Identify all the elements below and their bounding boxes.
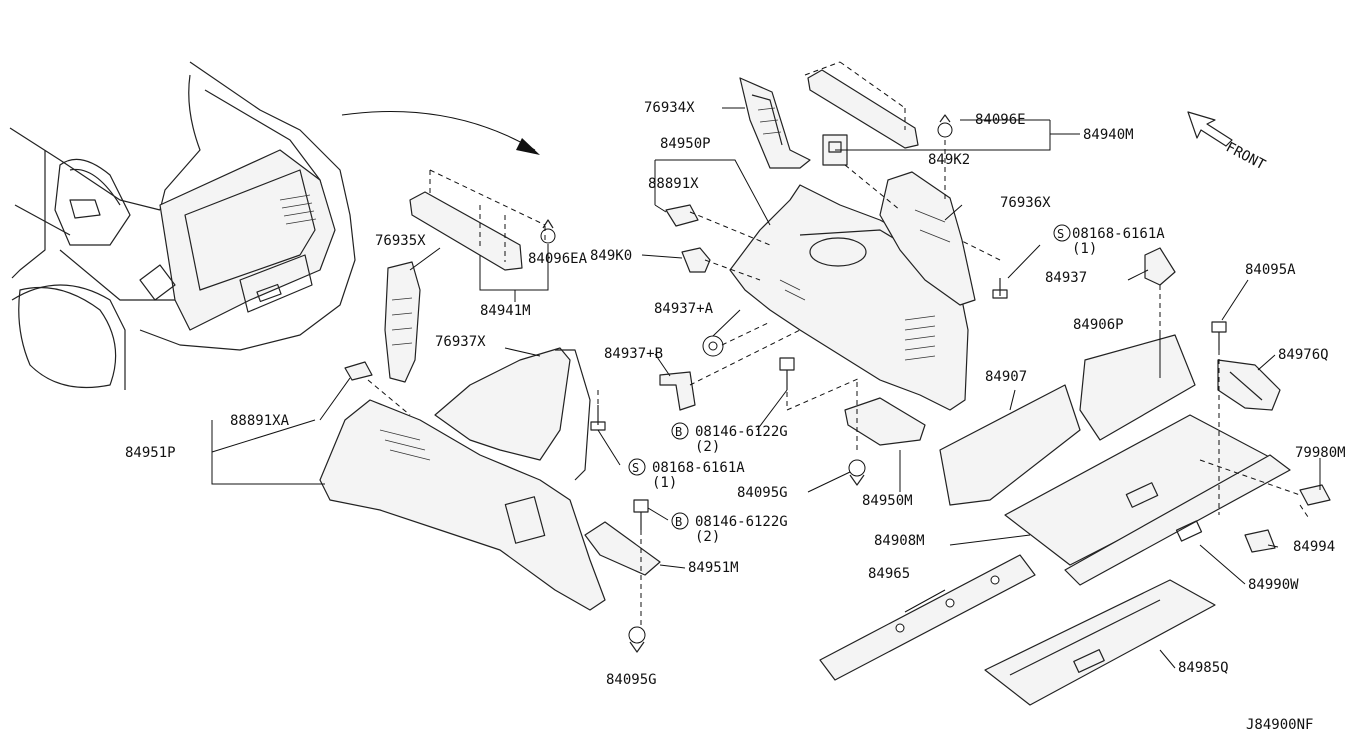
- label-84095A: 84095A: [1245, 262, 1296, 278]
- part-76937X-shape: [434, 347, 591, 481]
- label-08168-mid: 08168-6161A: [652, 460, 745, 476]
- label-84951M: 84951M: [688, 560, 739, 576]
- clip-84095G-mid-shape: [848, 459, 866, 486]
- part-84940M-shape: [804, 61, 919, 149]
- part-labels: 76934X 84950P 88891X 849K0 84937+A 84937…: [125, 100, 1346, 733]
- symbol-b-top: [671, 422, 689, 440]
- symbol-b-top-text: B: [675, 425, 682, 439]
- label-84907: 84907: [985, 369, 1027, 385]
- vehicle-rear-illustration: [9, 61, 356, 390]
- part-88891XA-shape: [344, 361, 373, 381]
- part-84096EA-shape: [540, 219, 556, 244]
- label-76937X: 76937X: [435, 334, 486, 350]
- label-76934X: 76934X: [644, 100, 695, 116]
- label-88891X: 88891X: [648, 176, 699, 192]
- prefix-symbols: S B S B: [628, 224, 1071, 530]
- part-84950M-shape: [844, 397, 926, 446]
- symbol-s-right: [1053, 224, 1071, 242]
- label-08146-bottom-qty: (2): [695, 529, 720, 545]
- leader-lines: [211, 107, 1321, 669]
- part-84990W-shape: [1064, 454, 1291, 586]
- bolt-08146-top-shape: [779, 357, 795, 390]
- part-76936X-shape: [879, 171, 976, 306]
- part-84951P-shape: [319, 399, 606, 611]
- part-84907-shape: [939, 384, 1081, 506]
- label-84096E: 84096E: [975, 112, 1026, 128]
- label-84994: 84994: [1293, 539, 1335, 555]
- part-84937B-shape: [659, 371, 696, 411]
- label-08168-mid-qty: (1): [652, 475, 677, 491]
- part-84951M-shape: [584, 521, 661, 576]
- symbol-b-bottom-text: B: [675, 515, 682, 529]
- label-84906P: 84906P: [1073, 317, 1124, 333]
- label-84950P: 84950P: [660, 136, 711, 152]
- part-79980M-shape: [1299, 484, 1331, 506]
- screw-08168-right-shape: [992, 278, 1008, 299]
- symbol-b-bottom: [671, 512, 689, 530]
- label-84937B: 84937+B: [604, 346, 663, 362]
- screw-08168-mid-shape: [590, 405, 606, 431]
- label-08168-right-qty: (1): [1072, 241, 1097, 257]
- label-849K2: 849K2: [928, 152, 970, 168]
- label-84940M: 84940M: [1083, 127, 1134, 143]
- part-88891X-shape: [665, 204, 699, 227]
- part-84937-shape: [1144, 247, 1176, 286]
- label-849K0: 849K0: [590, 248, 632, 264]
- bolt-08146-bottom-shape: [633, 499, 649, 530]
- part-84095A-shape: [1211, 321, 1227, 350]
- symbol-s-right-text: S: [1057, 227, 1064, 241]
- label-84937: 84937: [1045, 270, 1087, 286]
- part-76935X-shape: [384, 261, 421, 383]
- label-84095G-mid: 84095G: [737, 485, 788, 501]
- label-79980M: 79980M: [1295, 445, 1346, 461]
- label-84908M: 84908M: [874, 533, 925, 549]
- label-88891XA: 88891XA: [230, 413, 290, 429]
- dashed-guides: [367, 140, 1311, 625]
- part-84976Q-shape: [1217, 359, 1281, 411]
- label-84950M: 84950M: [862, 493, 913, 509]
- label-76936X: 76936X: [1000, 195, 1051, 211]
- part-76934X-shape: [739, 77, 811, 169]
- label-08146-top-qty: (2): [695, 439, 720, 455]
- part-84937A-shape: [702, 335, 724, 357]
- label-84976Q: 84976Q: [1278, 347, 1329, 363]
- label-08146-top: 08146-6122G: [695, 424, 788, 440]
- label-76935X: 76935X: [375, 233, 426, 249]
- part-84096E-shape: [937, 114, 953, 138]
- label-84965: 84965: [868, 566, 910, 582]
- label-84096EA: 84096EA: [528, 251, 588, 267]
- clip-84095G-bottom-shape: [628, 626, 646, 653]
- symbol-s-mid-text: S: [632, 461, 639, 475]
- part-84985Q-shape: [984, 579, 1216, 706]
- part-84941M-shape: [409, 169, 546, 271]
- label-84941M: 84941M: [480, 303, 531, 319]
- symbol-s-mid: [628, 458, 646, 476]
- diagram-code: J84900NF: [1246, 717, 1313, 733]
- part-84965-shape: [819, 554, 1036, 681]
- part-84994-shape: [1244, 529, 1276, 553]
- label-08168-right: 08168-6161A: [1072, 226, 1165, 242]
- front-label: FRONT: [1223, 139, 1268, 173]
- label-84990W: 84990W: [1248, 577, 1299, 593]
- label-84937A: 84937+A: [654, 301, 714, 317]
- label-84985Q: 84985Q: [1178, 660, 1229, 676]
- direction-arrow: [341, 111, 540, 155]
- label-08146-bottom: 08146-6122G: [695, 514, 788, 530]
- label-84951P: 84951P: [125, 445, 176, 461]
- label-84095G-bottom: 84095G: [606, 672, 657, 688]
- front-indicator: FRONT: [1187, 111, 1268, 174]
- part-849K0-shape: [681, 247, 711, 273]
